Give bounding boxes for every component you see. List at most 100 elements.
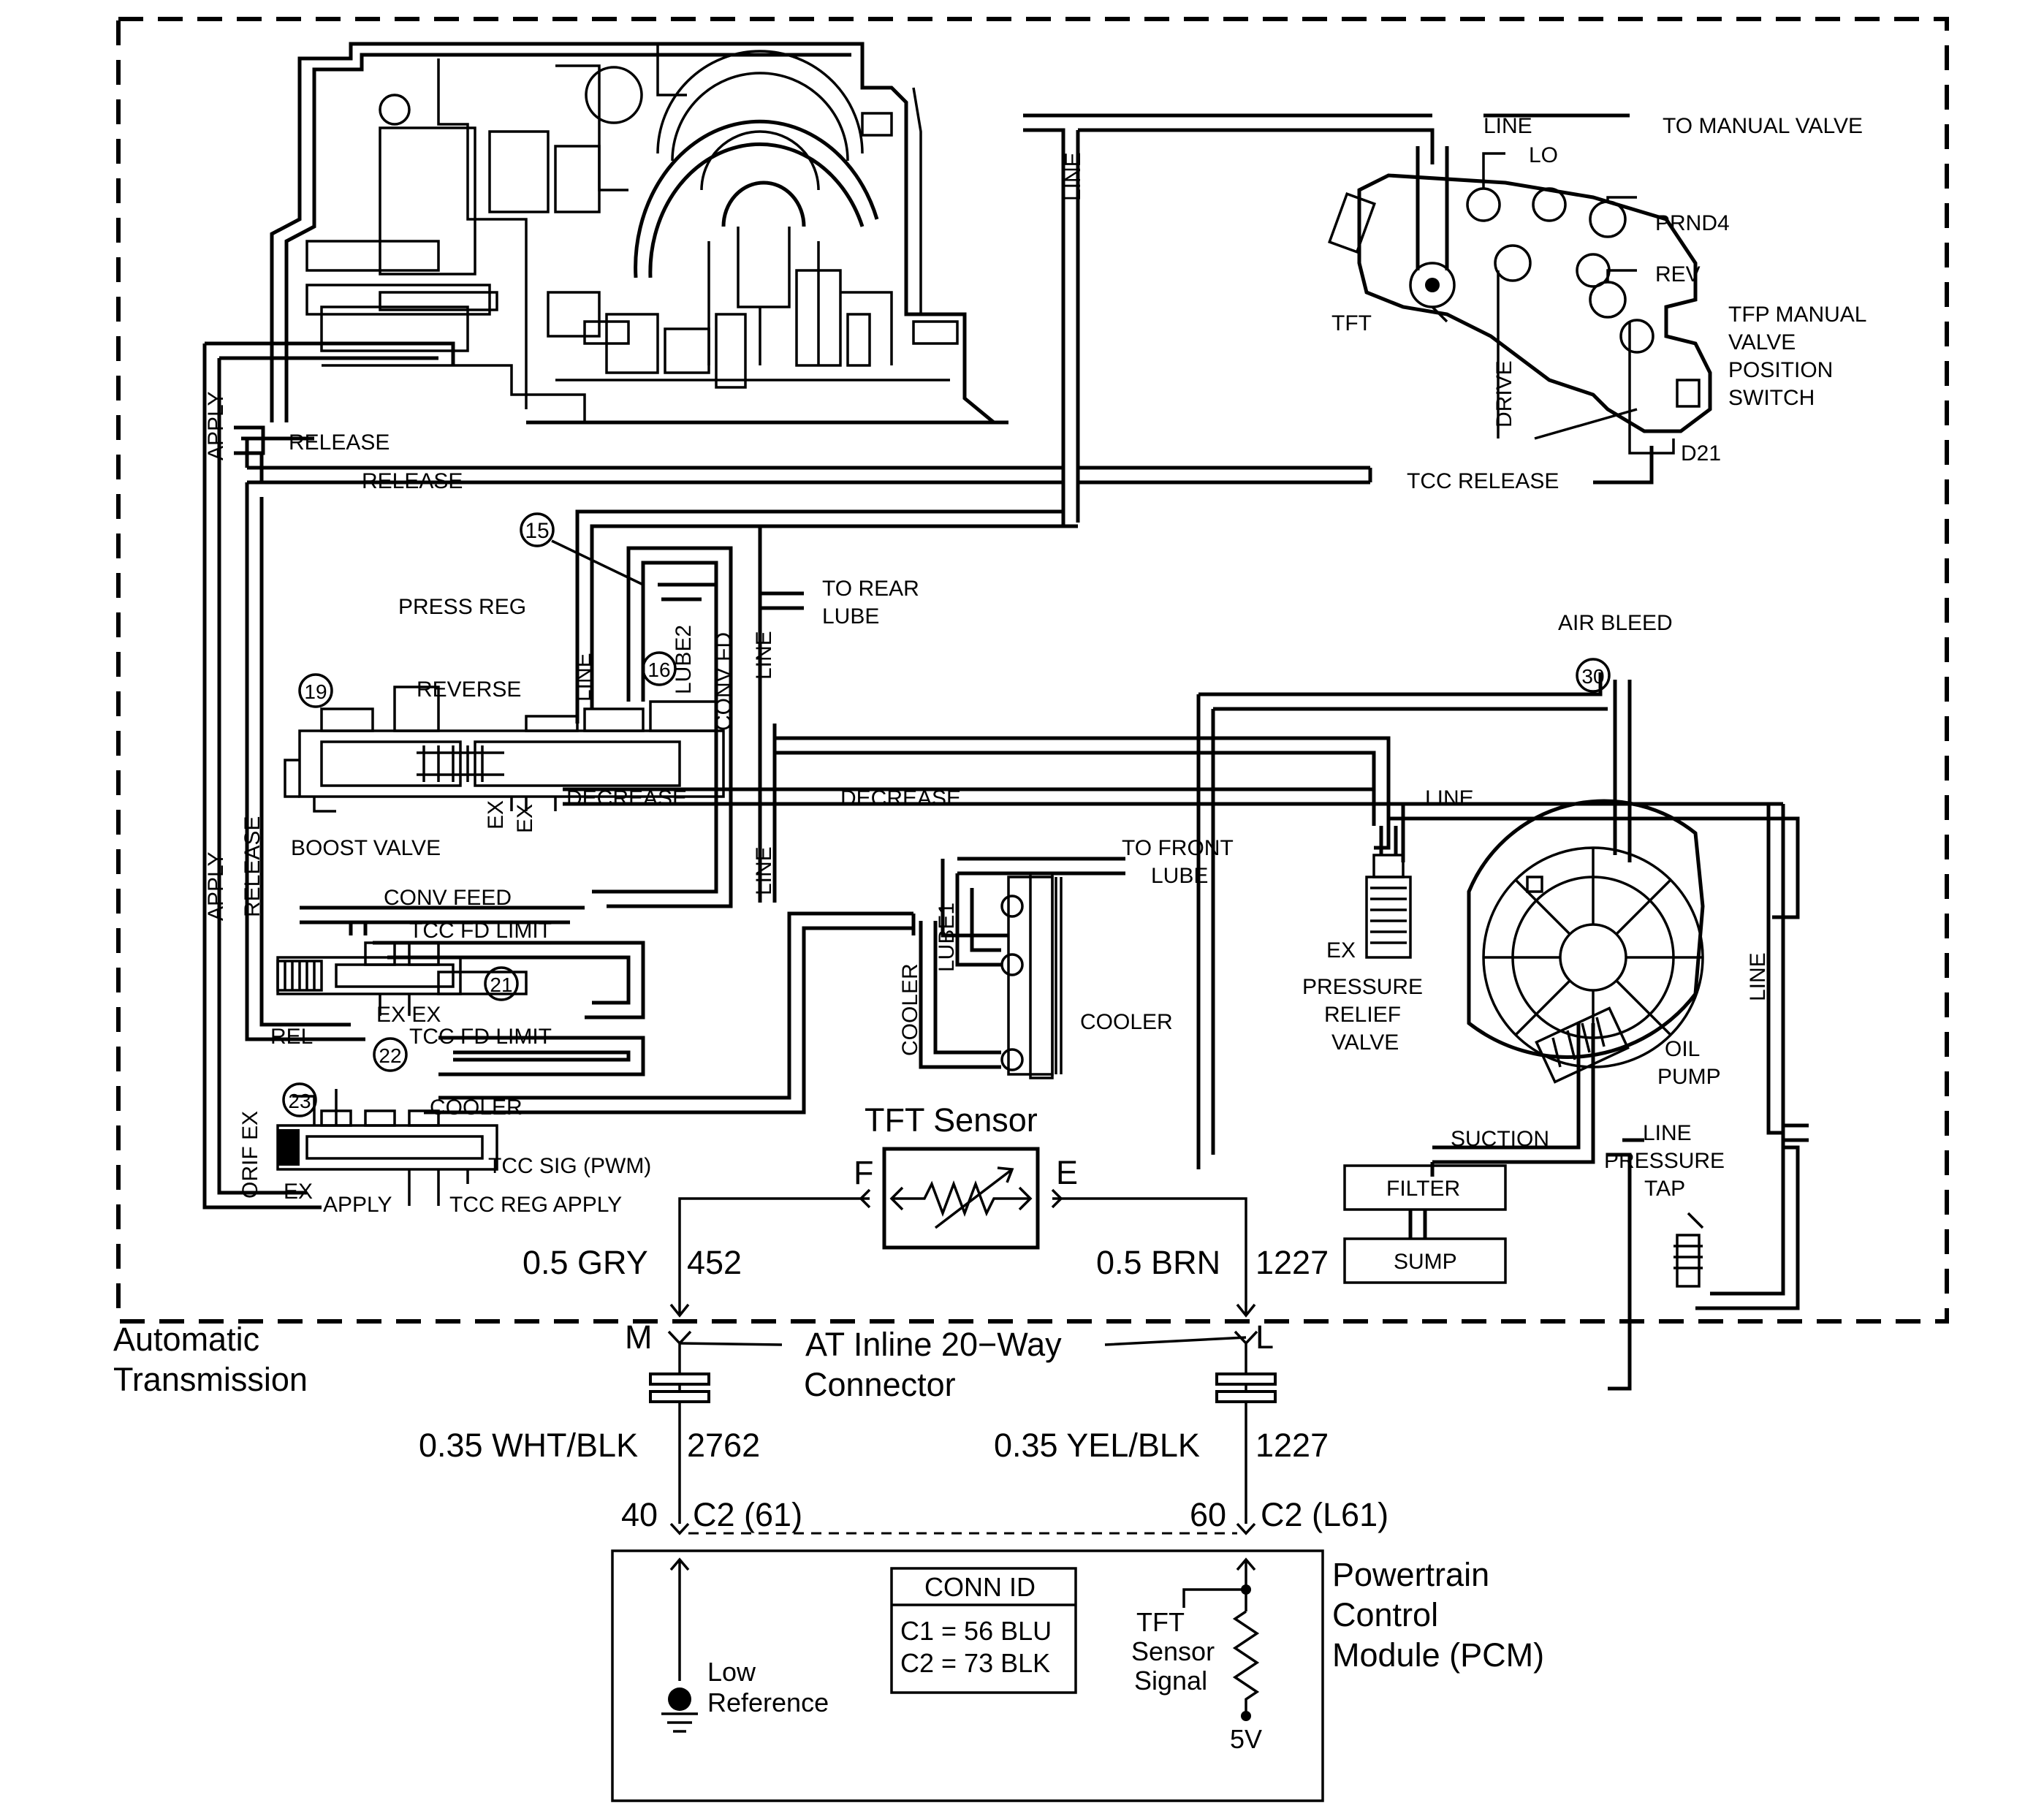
hydraulic-labels: LINE TO MANUAL VALVE LINE LO PRND4 REV T… bbox=[204, 114, 1866, 1274]
label-lo: LO bbox=[1529, 143, 1558, 167]
circuit-left-upper: 452 bbox=[687, 1244, 742, 1281]
svg-text:23: 23 bbox=[288, 1090, 311, 1112]
label-relief-2: RELIEF bbox=[1324, 1003, 1401, 1027]
label-prnd4: PRND4 bbox=[1655, 211, 1730, 235]
circuit-right-lower: 1227 bbox=[1255, 1427, 1329, 1464]
transmission-case-section bbox=[270, 42, 1008, 425]
label-tft: TFT bbox=[1331, 311, 1372, 335]
label-to-front-lube-2: LUBE bbox=[1151, 864, 1208, 888]
svg-text:15: 15 bbox=[525, 519, 549, 543]
thermistor-symbol bbox=[892, 1180, 1030, 1217]
label-d21: D21 bbox=[1681, 441, 1721, 466]
label-tcc-reg-apply: TCC REG APPLY bbox=[449, 1193, 622, 1217]
pcm-conn-left: C2 (61) bbox=[693, 1496, 802, 1533]
label-ex-1: EX bbox=[484, 800, 508, 829]
tfp-manual-valve-position-switch bbox=[1327, 146, 1712, 455]
tft-sensor-signal-circuit: TFT Sensor Signal 5V bbox=[1131, 1584, 1262, 1754]
label-tcc-sig: TCC SIG (PWM) bbox=[488, 1154, 651, 1178]
label-apply-left: APPLY bbox=[204, 852, 228, 922]
connector-pin-m: M bbox=[625, 1318, 653, 1356]
label-release-left: RELEASE bbox=[240, 816, 265, 917]
label-release-mid: RELEASE bbox=[362, 469, 463, 493]
callout-19: 19 bbox=[298, 673, 333, 708]
label-cooler-vertical: COOLER bbox=[898, 963, 922, 1056]
label-line-pressure-tap-3: TAP bbox=[1644, 1177, 1685, 1201]
label-cooler-line: COOLER bbox=[430, 1096, 523, 1120]
pressure-regulator-valve bbox=[284, 686, 725, 813]
label-rev: REV bbox=[1655, 262, 1701, 286]
pcm-label-3: Module (PCM) bbox=[1332, 1636, 1544, 1674]
label-line-to-manual: LINE bbox=[1483, 114, 1532, 138]
line-pressure-tap bbox=[1673, 1212, 1704, 1288]
label-tfp-switch-3: POSITION bbox=[1728, 358, 1833, 382]
oil-pump bbox=[1467, 799, 1705, 1084]
callout-23: 23 bbox=[282, 1082, 317, 1117]
label-apply-bottom: APPLY bbox=[323, 1193, 392, 1217]
pin-e-label: E bbox=[1056, 1154, 1078, 1191]
label-tfp-switch-2: VALVE bbox=[1728, 330, 1796, 354]
label-reverse: REVERSE bbox=[417, 677, 521, 702]
label-suction: SUCTION bbox=[1451, 1127, 1549, 1151]
svg-text:30: 30 bbox=[1581, 665, 1604, 688]
cooler bbox=[919, 872, 1063, 1079]
label-release-top: RELEASE bbox=[289, 430, 390, 455]
label-to-rear-lube-2: LUBE bbox=[822, 604, 879, 629]
label-to-manual-valve: TO MANUAL VALVE bbox=[1663, 114, 1863, 138]
connector-name-1: AT Inline 20−Way bbox=[805, 1326, 1062, 1363]
label-to-front-lube-1: TO FRONT bbox=[1122, 836, 1234, 860]
tft-sensor-title: TFT Sensor bbox=[865, 1101, 1038, 1139]
tft-signal-3: Signal bbox=[1134, 1666, 1207, 1696]
label-lube1: LUBE1 bbox=[935, 903, 959, 972]
label-air-bleed: AIR BLEED bbox=[1558, 611, 1673, 635]
label-press-reg: PRESS REG bbox=[398, 595, 526, 619]
label-tfp-switch-4: SWITCH bbox=[1728, 386, 1815, 410]
wire-right-lower: 0.35 YEL/BLK bbox=[994, 1427, 1200, 1464]
label-decrease-left: DECREASE bbox=[566, 786, 687, 810]
label-tcc-fd-limit-1: TCC FD LIMIT bbox=[409, 919, 552, 943]
label-apply-top: APPLY bbox=[204, 392, 228, 461]
pcm-pin-left: 40 bbox=[621, 1496, 658, 1533]
tcc-control-valve bbox=[276, 941, 528, 1016]
label-conv-fd: CONV FD bbox=[712, 632, 736, 731]
pcm-label-1: Powertrain bbox=[1332, 1556, 1489, 1593]
label-tcc-release: TCC RELEASE bbox=[1407, 469, 1559, 493]
conn-id-row-1: C1 = 56 BLU bbox=[900, 1616, 1052, 1646]
label-rel: REL bbox=[270, 1025, 313, 1049]
wire-left-upper: 0.5 GRY bbox=[523, 1244, 648, 1281]
callout-16: 16 bbox=[642, 651, 677, 686]
connector-pin-l: L bbox=[1255, 1318, 1274, 1356]
label-ex-ex: EX EX bbox=[376, 1003, 441, 1027]
label-line-far-right: LINE bbox=[1746, 952, 1770, 1001]
label-oil-pump-2: PUMP bbox=[1657, 1065, 1721, 1089]
pcm-module: Powertrain Control Module (PCM) CONN ID … bbox=[611, 1549, 1544, 1802]
connector-name-2: Connector bbox=[804, 1366, 956, 1403]
tft-signal-2: Sensor bbox=[1131, 1636, 1215, 1666]
five-volt-label: 5V bbox=[1230, 1724, 1262, 1754]
svg-text:19: 19 bbox=[304, 680, 327, 703]
label-ex-bottom: EX bbox=[284, 1180, 313, 1204]
label-cooler: COOLER bbox=[1080, 1010, 1173, 1034]
label-lube2: LUBE2 bbox=[672, 625, 696, 694]
low-reference-1: Low bbox=[707, 1657, 756, 1687]
label-ex-relief: EX bbox=[1326, 938, 1356, 963]
tft-signal-1: TFT bbox=[1136, 1607, 1185, 1637]
label-filter: FILTER bbox=[1386, 1177, 1460, 1201]
low-reference-ground: Low Reference bbox=[661, 1657, 829, 1733]
transmission-label-2: Transmission bbox=[113, 1361, 308, 1398]
label-line-pressure-tap-2: PRESSURE bbox=[1604, 1149, 1725, 1173]
svg-text:21: 21 bbox=[490, 973, 512, 996]
label-decrease-mid: DECREASE bbox=[840, 786, 961, 810]
label-relief-3: VALVE bbox=[1331, 1030, 1399, 1055]
wire-left-lower: 0.35 WHT/BLK bbox=[419, 1427, 638, 1464]
low-reference-2: Reference bbox=[707, 1687, 829, 1717]
pressure-relief-valve bbox=[1365, 826, 1412, 959]
label-line-center-low: LINE bbox=[752, 846, 776, 895]
label-sump: SUMP bbox=[1394, 1250, 1457, 1274]
pcm-label-2: Control bbox=[1332, 1596, 1438, 1633]
label-boost-valve: BOOST VALVE bbox=[291, 836, 441, 860]
circuit-right-upper: 1227 bbox=[1255, 1244, 1329, 1281]
label-tcc-fd-limit-2: TCC FD LIMIT bbox=[409, 1025, 552, 1049]
wire-right-upper: 0.5 BRN bbox=[1096, 1244, 1220, 1281]
electrical-wiring bbox=[649, 1188, 1277, 1681]
label-oil-pump-1: OIL bbox=[1665, 1037, 1700, 1061]
